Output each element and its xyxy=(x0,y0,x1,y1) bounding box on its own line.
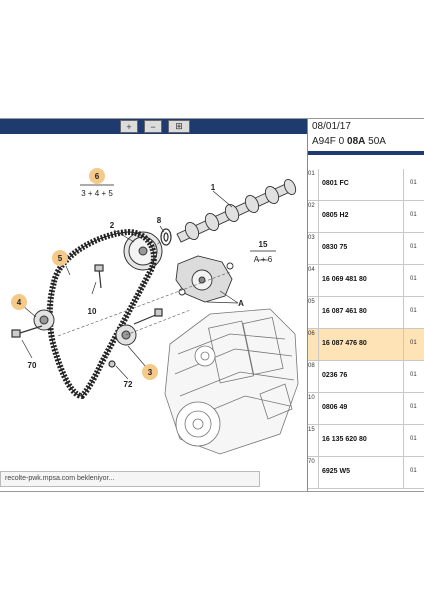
row-quantity: 01 xyxy=(403,393,424,424)
callout-6: 6 xyxy=(95,172,100,181)
row-number: 04 xyxy=(308,265,319,296)
part-number: 6925 W5 xyxy=(322,468,351,475)
zoom-fit-button[interactable]: ⊞ xyxy=(168,120,190,133)
list-item[interactable]: 03 0830 75 01 xyxy=(308,233,424,265)
callout-3: 3 xyxy=(148,368,153,377)
header-ref-c: 50A xyxy=(368,136,386,147)
zoom-fit-icon: ⊞ xyxy=(175,121,183,131)
part-number: 0805 H2 xyxy=(322,212,349,219)
callout-6-formula: 3 + 4 + 5 xyxy=(81,189,113,198)
parts-list: 01 0801 FC 01 02 0805 H2 01 03 0830 75 0… xyxy=(308,169,424,489)
row-quantity: 01 xyxy=(403,233,424,264)
water-pump-drawing xyxy=(175,255,234,303)
header-ref-b: 08A xyxy=(347,136,366,147)
list-item[interactable]: 10 0806 49 01 xyxy=(308,393,424,425)
part-number: 0801 FC xyxy=(322,180,349,187)
zoom-out-icon: − xyxy=(150,121,156,132)
row-number: 05 xyxy=(308,297,319,328)
callout-8: 8 xyxy=(157,216,162,225)
camshaft-sprocket-drawing xyxy=(123,231,163,271)
idler-pulley-drawing xyxy=(115,324,137,346)
header-date: 08/01/17 xyxy=(312,121,351,132)
zoom-in-button[interactable]: + xyxy=(120,120,138,133)
callout-A: A xyxy=(238,299,244,308)
list-item[interactable]: 15 16 135 620 80 01 xyxy=(308,425,424,457)
row-number: 15 xyxy=(308,425,319,456)
browser-status-bar: recolte-pwk.mpsa.com bekleniyor... xyxy=(0,471,260,487)
callout-70: 70 xyxy=(28,361,37,370)
zoom-out-button[interactable]: − xyxy=(144,120,162,133)
seal-drawing xyxy=(160,228,172,246)
part-number: 0236 76 xyxy=(322,372,348,379)
callout-5: 5 xyxy=(58,254,63,263)
row-number: 70 xyxy=(308,457,319,488)
row-number: 08 xyxy=(308,361,319,392)
part-number: 0806 49 xyxy=(322,404,348,411)
list-item-selected[interactable]: 06 16 087 476 80 01 xyxy=(308,329,424,361)
list-item[interactable]: 02 0805 H2 01 xyxy=(308,201,424,233)
row-quantity: 01 xyxy=(403,265,424,296)
callout-4-badge xyxy=(11,294,27,310)
callout-15: 15 xyxy=(259,240,268,249)
row-number: 01 xyxy=(308,169,319,200)
callout-15-formula: A + 6 xyxy=(254,255,273,264)
list-item[interactable]: 04 16 069 481 80 01 xyxy=(308,265,424,297)
row-number: 03 xyxy=(308,233,319,264)
part-number: 16 087 476 80 xyxy=(322,340,367,347)
callout-1: 1 xyxy=(211,183,216,192)
callout-2: 2 xyxy=(110,221,115,230)
part-number: 16 135 620 80 xyxy=(322,436,367,443)
callout-3-badge xyxy=(142,364,158,380)
camshaft-drawing xyxy=(176,178,297,243)
status-text: recolte-pwk.mpsa.com bekleniyor... xyxy=(5,475,115,482)
callout-10: 10 xyxy=(88,307,97,316)
header-reference: A94F 0 08A 50A xyxy=(312,136,386,147)
part-number: 16 069 481 80 xyxy=(322,276,367,283)
parts-viewer: + − ⊞ xyxy=(0,118,424,492)
callout-labels: 6 3 + 4 + 5 1 2 8 5 4 10 15 A + 6 A 70 3… xyxy=(11,168,276,389)
row-number: 06 xyxy=(308,329,319,360)
part-number: 0830 75 xyxy=(322,244,348,251)
callout-4: 4 xyxy=(17,298,22,307)
row-number: 02 xyxy=(308,201,319,232)
timing-belt-drawing xyxy=(46,228,157,400)
row-quantity: 01 xyxy=(403,457,424,488)
row-quantity: 01 xyxy=(403,297,424,328)
list-item[interactable]: 08 0236 76 01 xyxy=(308,361,424,393)
row-quantity: 01 xyxy=(403,361,424,392)
callout-6-badge xyxy=(89,168,105,184)
row-number: 10 xyxy=(308,393,319,424)
bolt-drawings xyxy=(11,264,163,368)
row-quantity: 01 xyxy=(403,425,424,456)
diagram-pane: + − ⊞ xyxy=(0,119,308,491)
exploded-parts-diagram: 6 3 + 4 + 5 1 2 8 5 4 10 15 A + 6 A 70 3… xyxy=(11,168,299,455)
header-divider xyxy=(308,151,424,155)
diagram-toolbar: + − ⊞ xyxy=(0,119,307,134)
row-quantity: 01 xyxy=(403,169,424,200)
callout-5-badge xyxy=(52,250,68,266)
tensioner-drawing xyxy=(33,309,55,331)
list-item[interactable]: 01 0801 FC 01 xyxy=(308,169,424,201)
callout-72: 72 xyxy=(124,380,133,389)
part-number: 16 087 461 80 xyxy=(322,308,367,315)
leader-lines xyxy=(21,190,268,380)
row-quantity: 01 xyxy=(403,329,424,360)
header-ref-a: A94F 0 xyxy=(312,136,345,147)
parts-header: 08/01/17 A94F 0 08A 50A xyxy=(308,119,424,155)
row-quantity: 01 xyxy=(403,201,424,232)
guide-lines xyxy=(57,240,231,337)
zoom-in-icon: + xyxy=(126,121,132,132)
engine-block-drawing xyxy=(164,308,299,455)
list-item[interactable]: 05 16 087 461 80 01 xyxy=(308,297,424,329)
parts-list-pane: 08/01/17 A94F 0 08A 50A 01 0801 FC 01 02… xyxy=(308,119,424,491)
list-item[interactable]: 70 6925 W5 01 xyxy=(308,457,424,489)
